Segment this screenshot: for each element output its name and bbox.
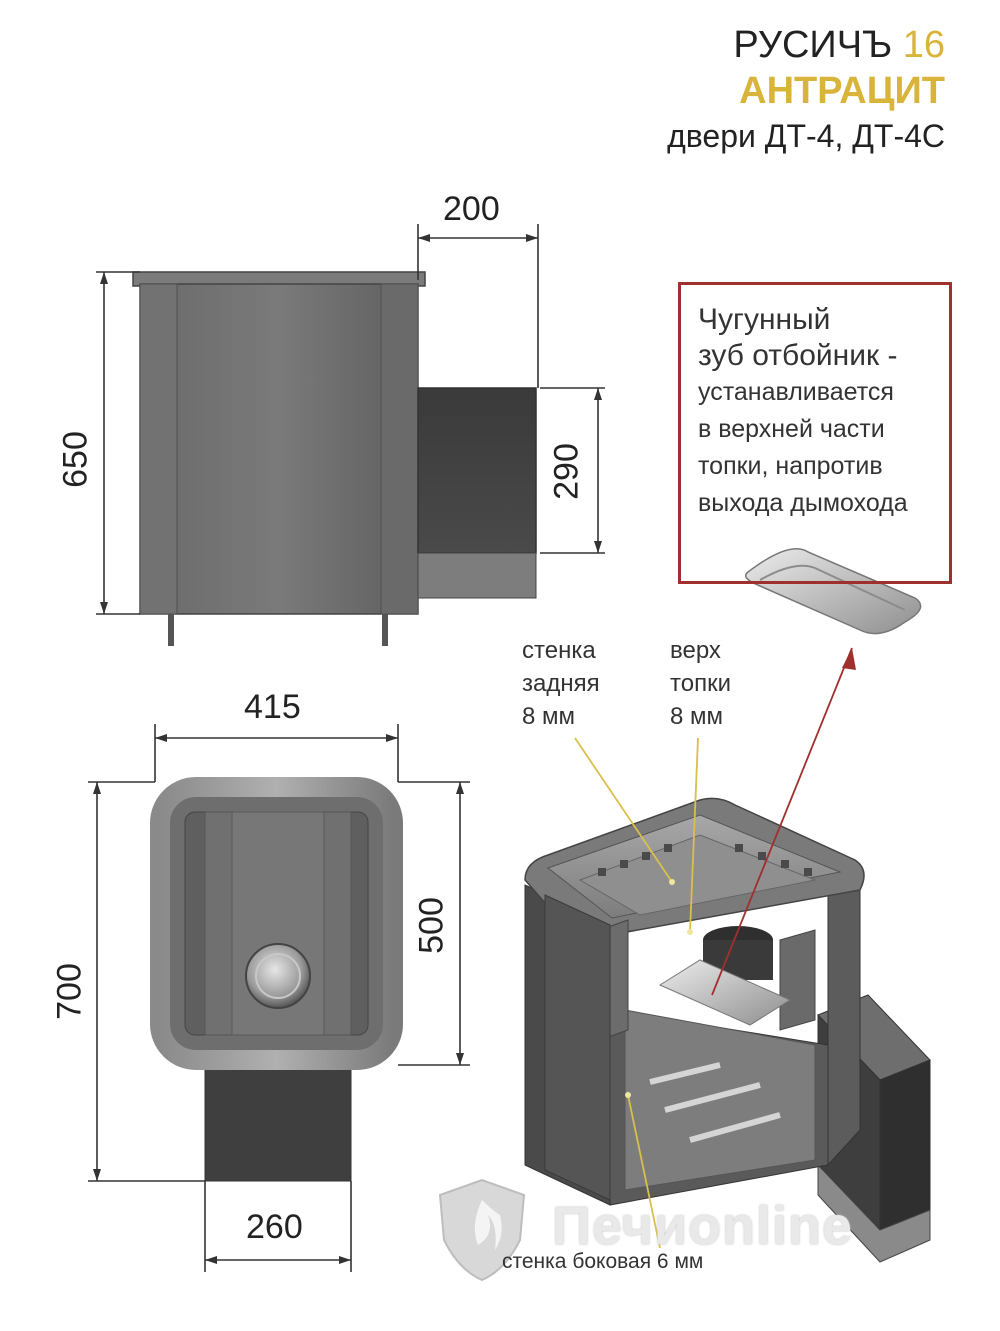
callout-body-2: в верхней части [698,415,885,443]
title-variant: АНТРАЦИТ [739,70,945,112]
callout-heading-2: зуб отбойник - [698,339,898,372]
callout-body-4: выхода дымохода [698,489,908,517]
label-top-1: верх [670,637,721,664]
dim-body-width: 415 [244,688,301,726]
front-body [139,283,419,615]
dim-chimney-width: 200 [443,190,500,228]
front-dimension-arrows [100,234,602,614]
logo-text: Печиonline [552,1196,854,1256]
cutaway-right-wall [827,879,861,1167]
label-rear-wall-3: 8 мм [522,703,576,730]
label-rear-wall-1: стенка [522,637,596,664]
red-arrow-head [842,648,856,670]
top-tube-ring [150,777,403,1070]
callout-box [678,282,952,584]
title-doors: двери ДТ-4, ДТ-4С [667,118,945,154]
label-top-3: 8 мм [670,703,724,730]
title-model: РУСИЧЪ 16 [525,22,945,68]
front-left-rib [139,283,178,615]
front-left-leg [168,614,174,646]
front-chimney-base [417,552,537,599]
cutaway-3d-drawing [524,797,931,1263]
callout-text: Чугунный зуб отбойник - устанавливается … [698,302,948,522]
label-firebox-top: верх топки 8 мм [670,634,731,733]
front-dimension-lines [96,224,605,615]
label-side-wall: стенка боковая 6 мм [502,1250,704,1273]
model-number: 16 [902,24,945,66]
logo-shield-icon [438,1178,526,1282]
cutaway-chimney-side [879,1059,931,1231]
label-rear-wall: стенка задняя 8 мм [522,634,600,733]
label-rear-wall-2: задняя [522,670,600,697]
dim-total-depth: 700 [50,963,89,1020]
front-chimney [417,387,537,554]
dim-body-depth: 500 [412,897,451,954]
top-dimension-arrows [93,734,464,1264]
top-chimney-neck [204,1062,352,1182]
front-right-leg [382,614,388,646]
dim-chimney-height: 290 [547,443,586,500]
top-dimension-lines [88,724,470,1272]
label-top-2: топки [670,670,731,697]
front-right-rib [380,283,419,615]
pointer-dots [625,879,693,1098]
dim-total-height: 650 [56,431,95,488]
top-view-drawing [150,777,403,1182]
dim-neck-width: 260 [246,1208,303,1246]
title-block: РУСИЧЪ 16 АНТРАЦИТ двери ДТ-4, ДТ-4С [525,22,945,158]
callout-body-1: устанавливается [698,378,894,406]
callout-heading-1: Чугунный [698,303,831,336]
callout-body-3: топки, напротив [698,452,883,480]
model-name: РУСИЧЪ [733,24,893,66]
front-view-drawing [132,271,537,646]
cutaway-chimney-base [817,1163,931,1263]
cutaway-firebox [624,1009,816,1191]
pointer-lines [574,647,853,1249]
